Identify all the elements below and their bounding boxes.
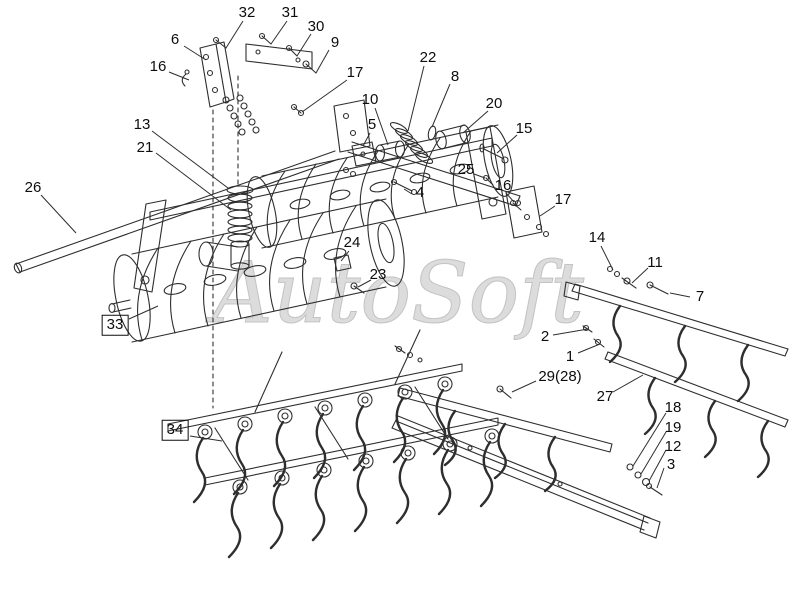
leveling-bar [391, 415, 663, 539]
harrow-tines-row2 [227, 428, 500, 559]
leader-line-20 [462, 110, 489, 134]
leader-line-7 [669, 292, 691, 298]
leader-line-6 [183, 45, 207, 61]
leader-line-15 [496, 134, 518, 154]
leader-line-16 [505, 192, 515, 203]
watermark-text: AutoSoft [205, 244, 584, 342]
leader-line-24 [340, 250, 350, 262]
leader-line-19 [640, 431, 667, 475]
leader-line-16 [168, 71, 190, 81]
machine-drawing [13, 32, 789, 559]
tine-harrow [167, 329, 500, 559]
leader-line-12 [648, 449, 667, 482]
leader-line-8 [431, 83, 451, 128]
leader-line-13 [151, 130, 229, 189]
leader-line-17 [539, 205, 556, 217]
leader-line-33 [128, 305, 159, 320]
leader-line-21 [155, 152, 232, 211]
main-frame [133, 75, 521, 409]
leader-line-25 [473, 173, 486, 179]
lower-spiral-roller [108, 198, 405, 343]
leader-line-5 [362, 132, 371, 147]
leader-line-3 [656, 467, 665, 489]
leader-line-22 [407, 65, 425, 132]
leader-line-14 [600, 245, 614, 271]
leader-line-10 [374, 107, 389, 146]
upper-spiral-roller [246, 124, 514, 249]
leader-line-2 [552, 328, 589, 336]
leader-line-27 [612, 374, 644, 393]
leader-line-26 [40, 194, 77, 234]
leader-line-11 [631, 267, 649, 284]
leader-line-23 [357, 279, 372, 288]
leader-line-17 [301, 79, 348, 113]
long-tube [13, 150, 340, 274]
leader-line-4 [403, 188, 413, 195]
leader-line-1 [577, 343, 601, 354]
leader-lines [40, 20, 691, 489]
right-tine-bar-a [563, 265, 789, 403]
middle-tine-bar [397, 387, 613, 493]
leader-line-18 [632, 412, 667, 467]
leader-line-29(28) [511, 380, 537, 393]
right-tine-bar-b [604, 351, 789, 479]
leader-line-31 [270, 20, 288, 45]
harrow-tines-row1 [192, 376, 453, 504]
leader-line-30 [296, 33, 312, 57]
leader-line-32 [225, 20, 244, 49]
leader-line-34 [189, 435, 223, 442]
small-fasteners-mid [333, 254, 512, 399]
leader-line-9 [315, 49, 330, 74]
top-bracket-assembly [181, 32, 317, 136]
